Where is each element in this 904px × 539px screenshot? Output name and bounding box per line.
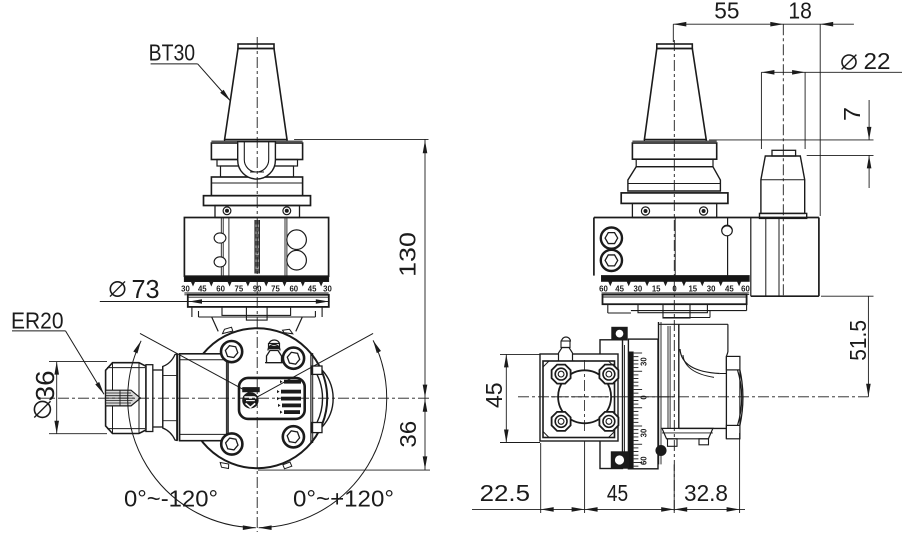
svg-text:90: 90 [253, 285, 262, 294]
svg-text:15: 15 [652, 284, 661, 293]
svg-text:32.8: 32.8 [684, 480, 728, 506]
svg-text:30: 30 [640, 357, 649, 366]
svg-text:36: 36 [32, 370, 60, 401]
svg-text:30: 30 [640, 428, 649, 437]
svg-text:45: 45 [725, 284, 734, 293]
svg-text:18: 18 [788, 0, 812, 24]
svg-text:0°~-120°: 0°~-120° [124, 486, 218, 512]
svg-text:0: 0 [672, 284, 677, 293]
svg-text:30: 30 [323, 285, 332, 294]
svg-text:60: 60 [741, 284, 750, 293]
svg-text:60: 60 [640, 456, 649, 465]
svg-text:36: 36 [395, 421, 421, 448]
svg-text:0°~+120°: 0°~+120° [293, 486, 394, 512]
svg-text:60: 60 [599, 284, 608, 293]
svg-text:30: 30 [181, 285, 190, 294]
svg-text:45: 45 [607, 480, 628, 506]
svg-text:30: 30 [634, 284, 643, 293]
svg-text:73: 73 [132, 276, 160, 304]
svg-text:45: 45 [308, 285, 317, 294]
svg-text:22.5: 22.5 [480, 480, 530, 506]
svg-text:75: 75 [271, 285, 280, 294]
svg-text:7: 7 [839, 107, 865, 121]
svg-text:ER20: ER20 [11, 308, 64, 334]
svg-text:30: 30 [707, 284, 716, 293]
svg-text:130: 130 [395, 232, 421, 277]
svg-text:60: 60 [216, 285, 225, 294]
svg-text:55: 55 [714, 0, 739, 24]
svg-text:60: 60 [289, 285, 298, 294]
svg-text:BT30: BT30 [149, 40, 196, 66]
svg-text:75: 75 [235, 285, 244, 294]
svg-text:51.5: 51.5 [845, 320, 871, 361]
svg-text:22: 22 [864, 48, 891, 74]
svg-text:45: 45 [481, 382, 507, 408]
svg-text:45: 45 [615, 284, 624, 293]
svg-text:45: 45 [198, 285, 207, 294]
svg-text:15: 15 [688, 284, 697, 293]
